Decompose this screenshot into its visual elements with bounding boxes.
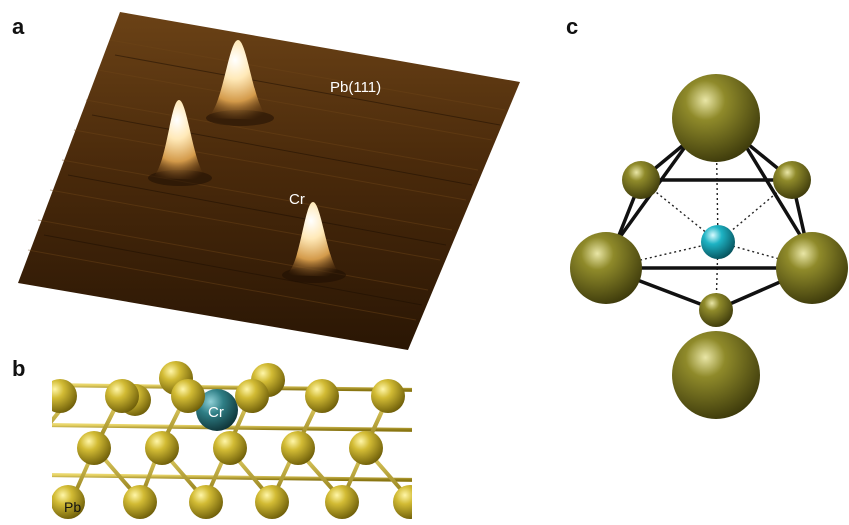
pb-atom-c-top	[672, 74, 760, 162]
pb-atom-c-right	[776, 232, 848, 304]
label-cr-a: Cr	[289, 191, 305, 208]
cr-peak-1	[205, 40, 274, 126]
cr-peak-2	[148, 100, 212, 186]
pb-atoms-middle	[77, 431, 383, 465]
pb-atoms-bottom	[52, 485, 412, 519]
label-pb-b: Pb	[64, 499, 81, 515]
cr-atom-c	[701, 225, 735, 259]
panel-a-stm-image: Pb(111) Cr	[18, 12, 520, 350]
pb-atom-c-small-left	[622, 161, 660, 199]
label-cr-b: Cr	[208, 404, 224, 421]
panel-b-atomic-model: Cr Pb	[52, 360, 412, 525]
surface-streaks-dark	[43, 54, 501, 306]
cr-peak-3	[282, 202, 346, 283]
label-pb111: Pb(111)	[330, 79, 381, 96]
pb-atom-c-bottom	[672, 331, 760, 419]
pb-atoms-top	[52, 379, 405, 413]
pb-atom-c-small-right	[773, 161, 811, 199]
surface-streaks	[27, 39, 506, 321]
panel-letter-b: b	[12, 356, 26, 381]
panel-letter-a: a	[12, 14, 25, 39]
panel-letter-c: c	[566, 14, 579, 39]
panel-c-cluster	[570, 74, 848, 419]
pb-atom-c-left	[570, 232, 642, 304]
pb-atom-c-small-bottom	[699, 293, 733, 327]
pb-surface	[18, 12, 520, 350]
cr-atom-b	[196, 389, 238, 431]
